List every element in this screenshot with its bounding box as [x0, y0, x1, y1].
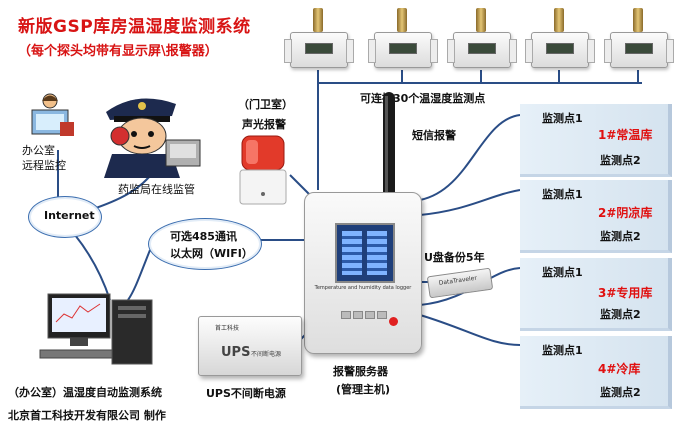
usb-brand-text: DataTraveler — [438, 274, 478, 287]
sensor-probe-icon — [313, 8, 323, 32]
police-officer-icon — [104, 98, 201, 178]
ups-label: UPS不间断电源 — [206, 387, 286, 400]
zone-1-name: 1#常温库 — [598, 128, 653, 142]
sms-alarm-label: 短信报警 — [412, 129, 456, 142]
siren-alarm-icon — [239, 135, 287, 205]
ups-brand: 首工科技 — [215, 325, 240, 332]
network-option-line-2: 以太网（WIFI） — [170, 247, 253, 260]
usb-backup-label: U盘备份5年 — [424, 251, 485, 264]
sensor-probe-icon — [554, 8, 564, 32]
sensor-device-icon — [284, 32, 354, 68]
warehouse-zone-1: 监测点1 1#常温库 监测点2 — [520, 104, 672, 177]
server-screen — [335, 223, 395, 283]
office-system-label: （办公室）温湿度自动监测系统 — [8, 386, 162, 399]
page-title: 新版GSP库房温湿度监测系统 — [18, 17, 251, 37]
device-caption: Temperature and humidity data logger — [314, 285, 412, 291]
warehouse-zone-2: 监测点1 2#阴凉库 监测点2 — [520, 180, 672, 253]
company-credit: 北京首工科技开发有限公司 制作 — [8, 409, 166, 422]
sensor-device-icon — [368, 32, 438, 68]
internet-cloud-icon — [28, 196, 102, 238]
zone-2-point-2: 监测点2 — [600, 230, 641, 243]
device-key-1[interactable] — [341, 311, 351, 319]
zone-4-point-1: 监测点1 — [542, 344, 583, 357]
sensor-device-icon — [525, 32, 595, 68]
office-remote-label-1: 办公室 — [22, 144, 55, 157]
ups-device-sub: 不间断电源 — [251, 351, 282, 358]
zone-1-point-1: 监测点1 — [542, 112, 583, 125]
drug-admin-label: 药监局在线监管 — [118, 183, 195, 196]
zone-4-point-2: 监测点2 — [600, 386, 641, 399]
device-key-2[interactable] — [353, 311, 363, 319]
sensor-probe-icon — [633, 8, 643, 32]
zone-3-point-1: 监测点1 — [542, 266, 583, 279]
alarm-server-device: Temperature and humidity data logger — [304, 192, 422, 354]
ups-device-text: UPS — [221, 345, 251, 360]
zone-1-point-2: 监测点2 — [600, 154, 641, 167]
network-option-line-1: 可选485通讯 — [170, 230, 237, 243]
zone-4-name: 4#冷库 — [598, 362, 641, 376]
device-key-3[interactable] — [365, 311, 375, 319]
zone-3-point-2: 监测点2 — [600, 308, 641, 321]
device-power-button[interactable] — [389, 317, 398, 326]
zone-2-point-1: 监测点1 — [542, 188, 583, 201]
antenna-icon — [383, 92, 395, 200]
office-remote-label-2: 远程监控 — [22, 159, 66, 172]
sensor-device-icon — [447, 32, 517, 68]
warehouse-zone-4: 监测点1 4#冷库 监测点2 — [520, 336, 672, 409]
device-key-4[interactable] — [377, 311, 387, 319]
siren-alarm-label: 声光报警 — [242, 118, 286, 131]
server-sublabel: (管理主机) — [336, 383, 391, 396]
sensor-device-icon — [604, 32, 674, 68]
ups-device: 首工科技 UPS 不间断电源 — [198, 316, 302, 376]
page-subtitle: （每个探头均带有显示屏\报警器） — [18, 44, 218, 59]
sensor-probe-icon — [476, 8, 486, 32]
zone-3-name: 3#专用库 — [598, 286, 653, 300]
server-label: 报警服务器 — [333, 365, 388, 378]
internet-label: Internet — [44, 209, 95, 222]
warehouse-zone-3: 监测点1 3#专用库 监测点2 — [520, 258, 672, 331]
office-computer-icon — [39, 293, 153, 365]
sensor-probe-icon — [397, 8, 407, 32]
office-worker-icon — [31, 93, 74, 136]
zone-2-name: 2#阴凉库 — [598, 206, 653, 220]
network-cloud-icon — [148, 218, 262, 270]
gatehouse-label: （门卫室） — [238, 98, 293, 111]
